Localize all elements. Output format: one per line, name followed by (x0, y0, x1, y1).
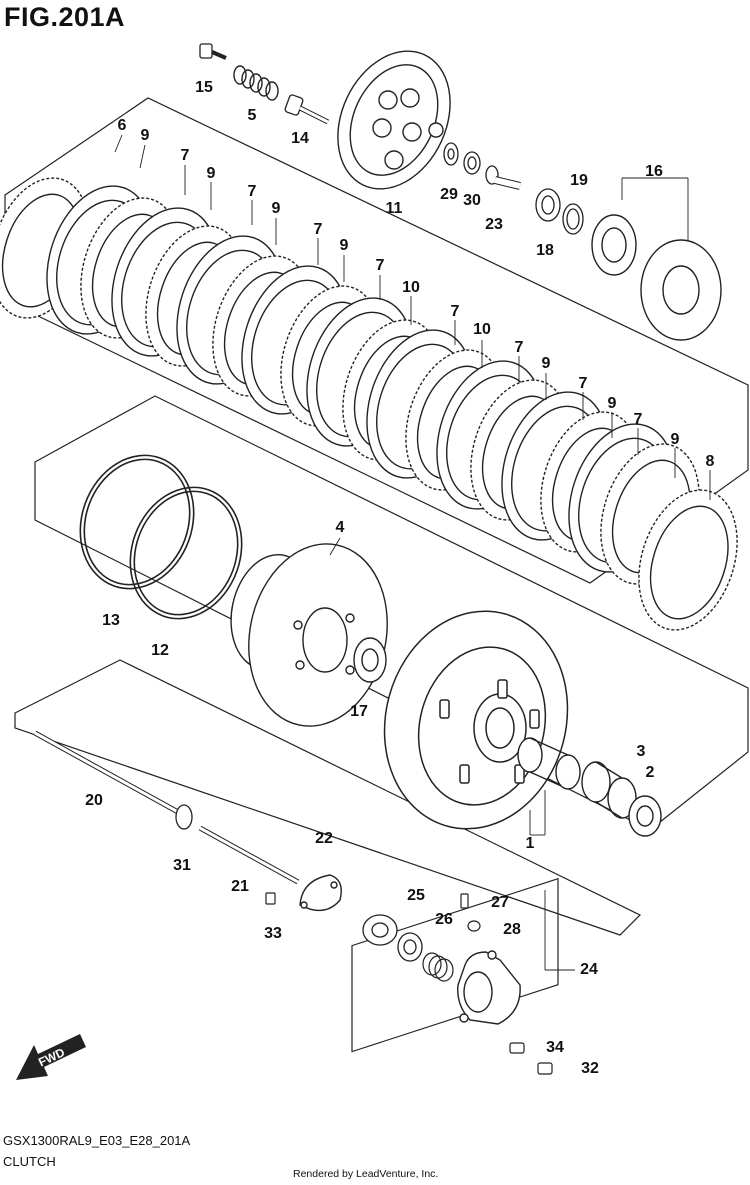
callout-27: 27 (491, 894, 509, 911)
callout-19: 19 (570, 172, 588, 189)
bleeder-27 (460, 893, 469, 909)
push-rod-21 (198, 825, 300, 885)
bolt-33 (265, 892, 276, 905)
callout-30: 30 (463, 192, 481, 209)
wire-ring-12 (129, 486, 243, 620)
nut-18 (535, 188, 561, 222)
basket-panel-outline (34, 395, 749, 831)
figure-code: GSX1300RAL9_E03_E28_201A (3, 1133, 191, 1148)
needle-bearing (581, 761, 637, 819)
rendered-credit: Rendered by LeadVenture, Inc. (293, 1168, 439, 1180)
callout-13: 13 (102, 612, 120, 629)
washer-17 (353, 637, 387, 683)
callout-9: 9 (608, 395, 617, 412)
callout-15: 15 (195, 79, 213, 96)
callout-22: 22 (315, 830, 333, 847)
callout-4: 4 (336, 519, 345, 536)
callout-9: 9 (207, 165, 216, 182)
callout-26: 26 (435, 911, 453, 928)
callout-9: 9 (340, 237, 349, 254)
callout-18: 18 (536, 242, 554, 259)
callout-7: 7 (579, 375, 588, 392)
spring-26 (422, 952, 454, 982)
push-rod-20 (33, 730, 180, 815)
leader-lines (114, 134, 711, 971)
callout-7: 7 (515, 339, 524, 356)
figure-title: FIG.201A (4, 2, 126, 32)
callout-20: 20 (85, 792, 103, 809)
callout-7: 7 (376, 257, 385, 274)
callout-7: 7 (634, 411, 643, 428)
piston-25 (397, 932, 423, 962)
callout-9: 9 (671, 431, 680, 448)
push-piece-31 (175, 804, 193, 830)
callout-3: 3 (637, 743, 646, 760)
clutch-plate-stack (0, 177, 738, 631)
callout-17: 17 (350, 703, 368, 720)
callout-29: 29 (440, 186, 458, 203)
gasket (299, 874, 342, 912)
plate-inner-edge (649, 505, 729, 620)
callout-9: 9 (542, 355, 551, 372)
clutch-bolt (199, 43, 227, 60)
callout-24: 24 (580, 961, 598, 978)
bolt-32 (537, 1062, 553, 1075)
callout-25: 25 (407, 887, 425, 904)
rod-23 (485, 165, 521, 190)
wire-ring-13 (79, 454, 195, 590)
callout-8: 8 (706, 453, 715, 470)
cap-28 (467, 920, 481, 932)
callout-16: 16 (645, 163, 663, 180)
callout-1: 1 (526, 835, 535, 852)
callout-31: 31 (173, 857, 191, 874)
callout-12: 12 (151, 642, 169, 659)
callout-14: 14 (291, 130, 309, 147)
release-box-outline (351, 877, 559, 1053)
dowel-34 (509, 1042, 525, 1054)
callout-5: 5 (248, 107, 257, 124)
fwd-label: FWD (36, 1045, 67, 1069)
spacer (517, 737, 581, 790)
rod-panel-outline (14, 659, 642, 936)
callout-7: 7 (451, 303, 460, 320)
callout-6: 6 (118, 117, 127, 134)
fwd-arrow-icon (16, 1034, 86, 1080)
callout-10: 10 (473, 321, 491, 338)
release-cylinder (457, 950, 521, 1025)
thrust-washer (628, 795, 662, 837)
callout-10: 10 (402, 279, 420, 296)
callout-33: 33 (264, 925, 282, 942)
callout-2: 2 (646, 764, 655, 781)
damper-set (591, 214, 722, 341)
callout-21: 21 (231, 878, 249, 895)
callout-7: 7 (181, 147, 190, 164)
callout-layer: 1234567777777789999999101011121314151617… (85, 79, 714, 1077)
callout-34: 34 (546, 1039, 564, 1056)
sleeve-hub (230, 543, 388, 727)
pressure-plate (337, 50, 451, 190)
callout-7: 7 (314, 221, 323, 238)
callout-9: 9 (272, 200, 281, 217)
push-piece (284, 94, 330, 125)
washer-29 (443, 142, 459, 166)
clutch-spring (233, 65, 279, 101)
clutch-housing (383, 610, 569, 830)
washer-19 (562, 203, 584, 235)
callout-11: 11 (386, 200, 403, 217)
callout-9: 9 (141, 127, 150, 144)
callout-28: 28 (503, 921, 521, 938)
oil-seal (362, 914, 398, 946)
callout-32: 32 (581, 1060, 599, 1077)
callout-7: 7 (248, 183, 257, 200)
callout-23: 23 (485, 216, 503, 233)
figure-category: CLUTCH (3, 1154, 56, 1169)
bearing-30 (463, 151, 481, 175)
